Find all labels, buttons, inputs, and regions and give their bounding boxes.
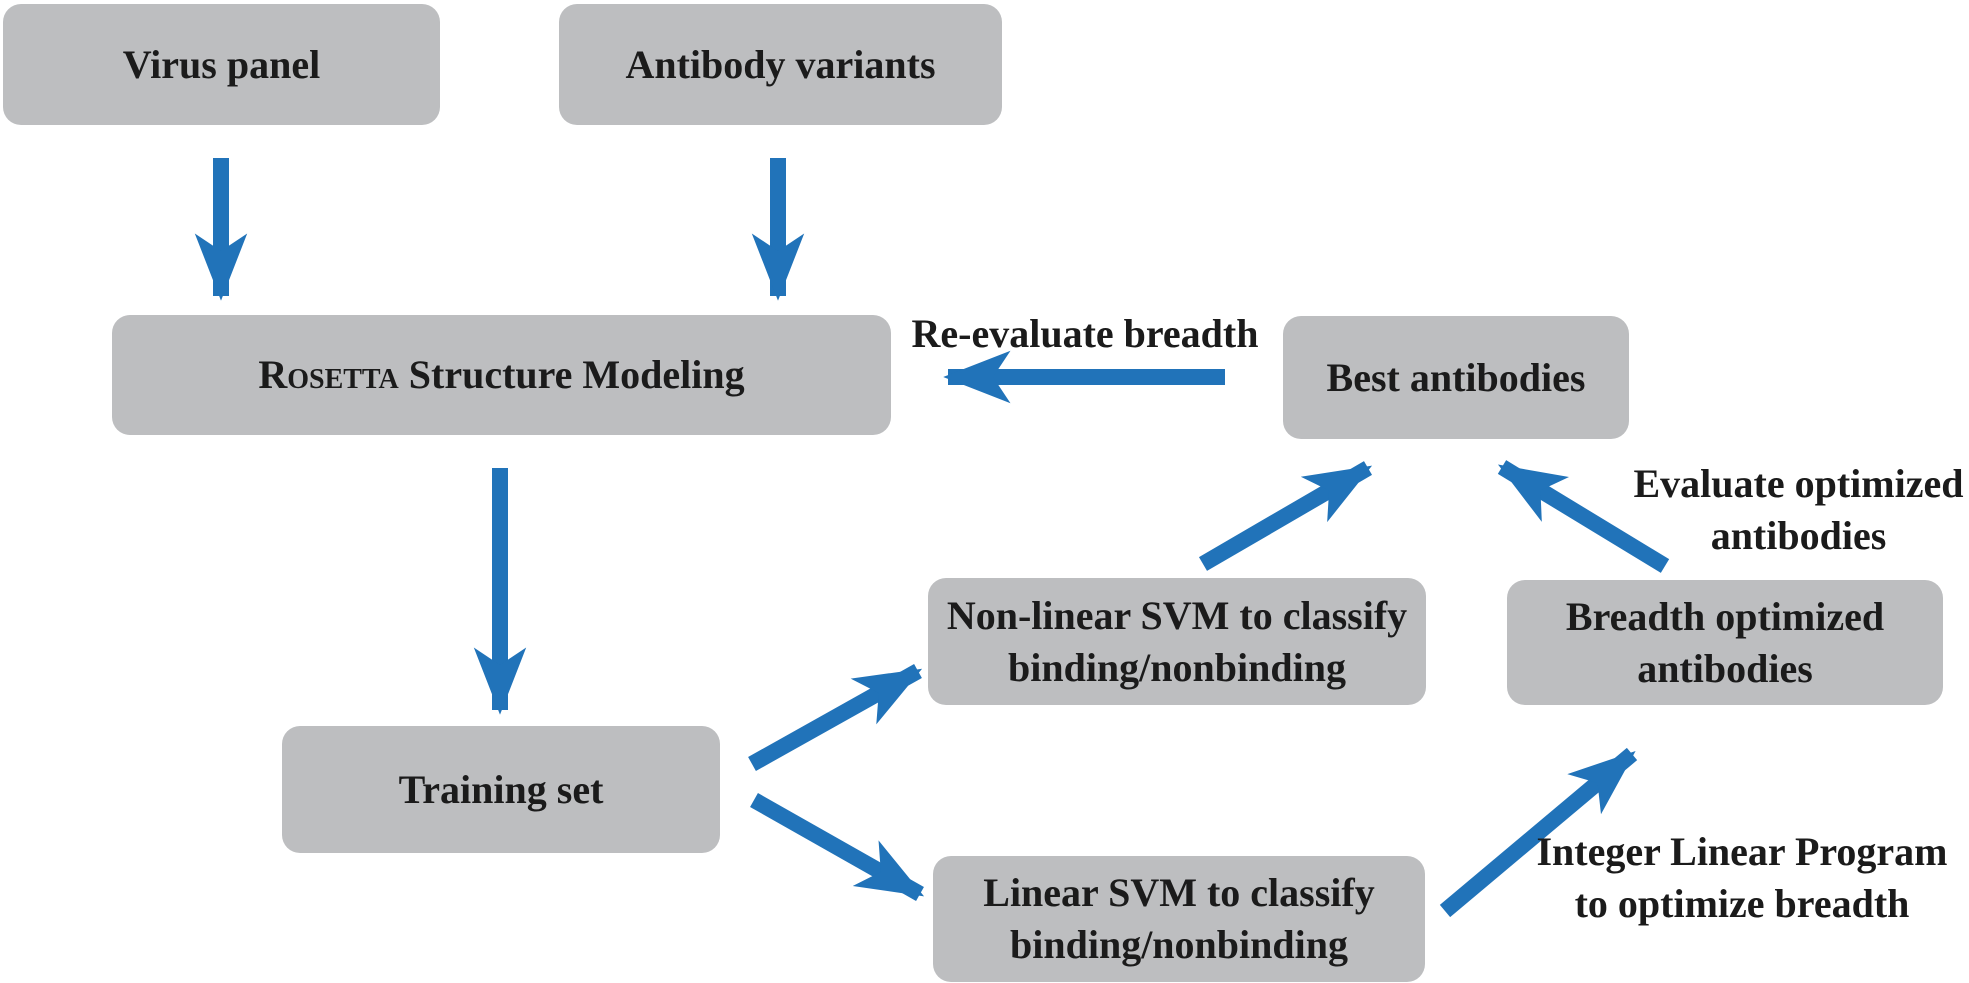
node-nonlinear-svm-label: Non-linear SVM to classify binding/nonbi… — [946, 592, 1408, 690]
node-antibody-variants-label: Antibody variants — [625, 41, 936, 87]
node-rosetta-structure-modeling: Rosetta Structure Modeling — [112, 315, 891, 435]
arrow-training-set-to-nonlinear-svm — [748, 664, 923, 771]
node-best-antibodies-label: Best antibodies — [1326, 354, 1586, 400]
node-linear-svm-label: Linear SVM to classify binding/nonbindin… — [983, 870, 1375, 967]
node-breadth-optimized-label: Breadth optimized antibodies — [1565, 593, 1885, 691]
node-virus-panel-label: Virus panel — [122, 41, 321, 87]
node-antibody-variants: Antibody variants — [559, 4, 1002, 125]
node-rosetta-label: Rosetta Structure Modeling — [258, 352, 745, 397]
node-best-antibodies: Best antibodies — [1283, 316, 1629, 439]
node-nonlinear-svm: Non-linear SVM to classify binding/nonbi… — [928, 578, 1426, 705]
arrow-training-set-to-linear-svm — [750, 793, 925, 901]
node-linear-svm: Linear SVM to classify binding/nonbindin… — [933, 856, 1425, 982]
node-training-set: Training set — [282, 726, 720, 853]
arrow-nonlinear-svm-to-best-antibodies — [1198, 461, 1373, 571]
arrow-label-integer-linear-program: Integer Linear Program to optimize bread… — [1536, 829, 1948, 926]
node-training-set-label: Training set — [398, 766, 604, 812]
node-virus-panel: Virus panel — [3, 4, 440, 125]
arrow-label-evaluate-optimized-antibodies: Evaluate optimized antibodies — [1633, 461, 1964, 558]
node-breadth-optimized-antibodies: Breadth optimized antibodies — [1507, 580, 1943, 705]
arrow-label-re-evaluate-breadth: Re-evaluate breadth — [911, 311, 1259, 356]
